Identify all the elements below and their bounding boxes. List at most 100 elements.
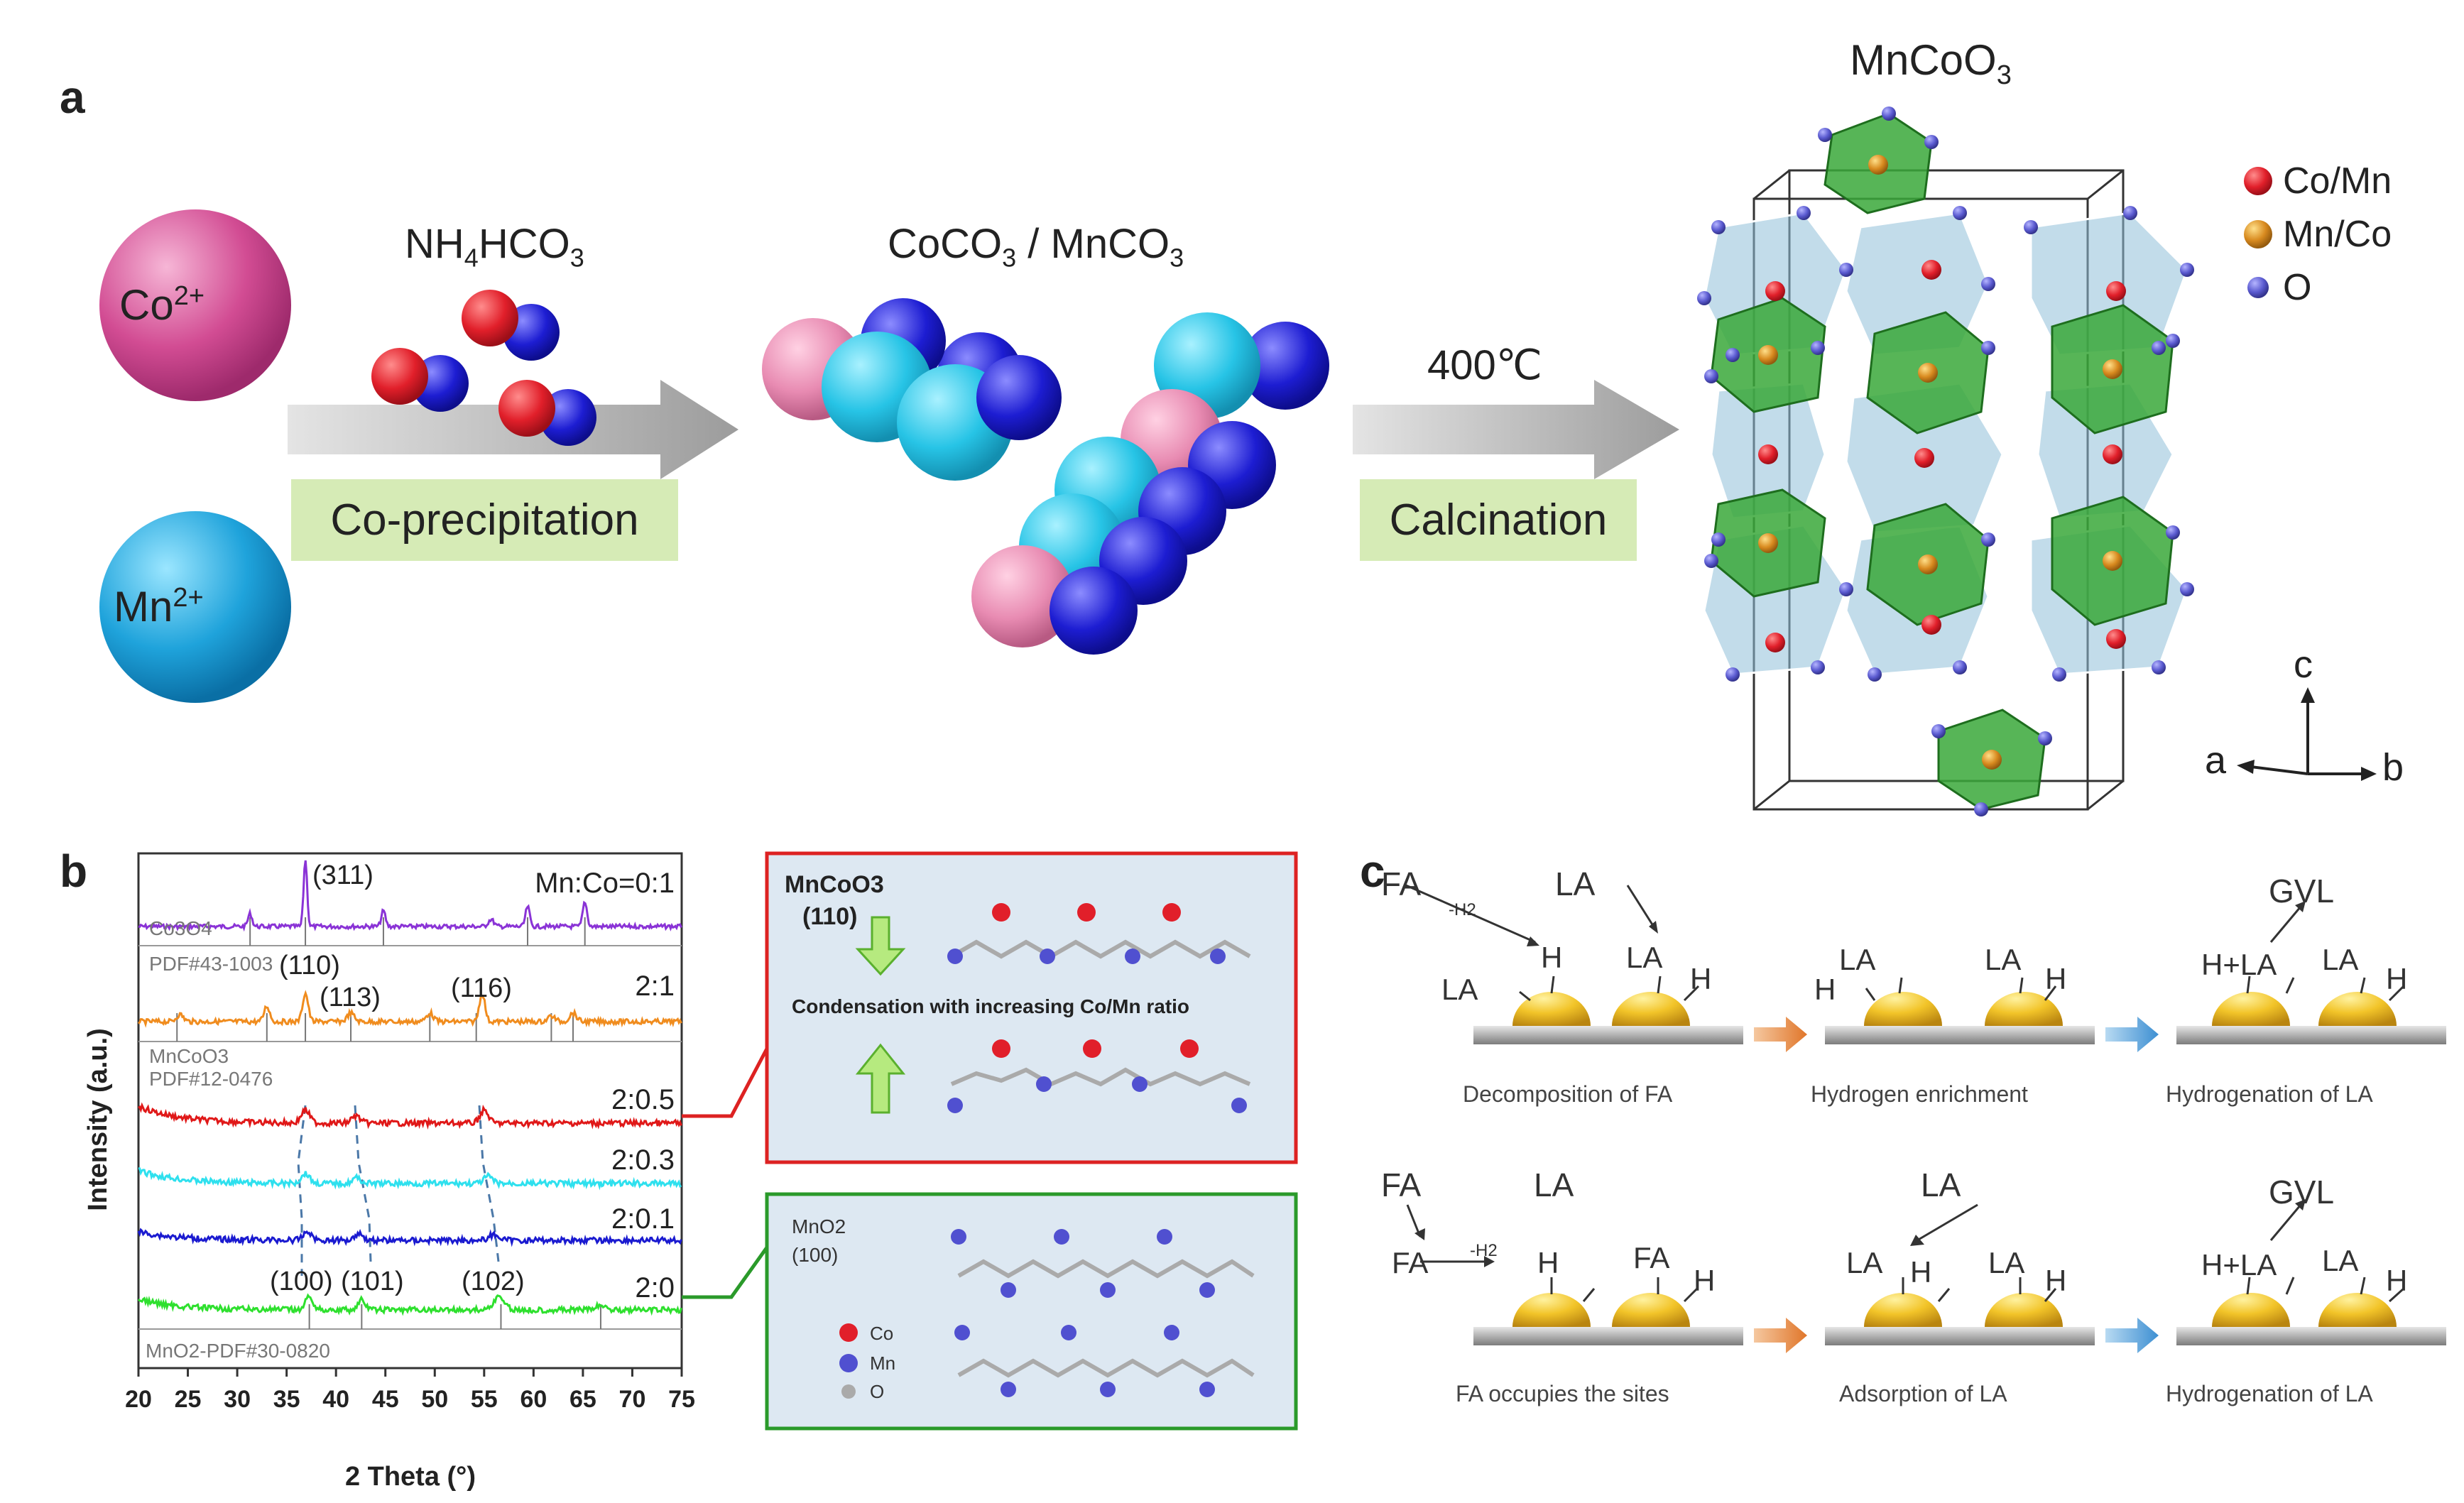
c-r1-la-mid: LA (1626, 941, 1663, 974)
product-sub: 3 (1996, 60, 2012, 90)
series-label-0: Mn:Co=0:1 (535, 868, 675, 899)
carbonate-sub1: 3 (1002, 243, 1017, 273)
c-r2-s2-la1: LA (1846, 1246, 1883, 1279)
c-r1-s2-h2: H (2045, 962, 2067, 995)
row2-orange-arrow (1754, 1318, 1807, 1353)
c-r1-fa: FA (1381, 865, 1422, 902)
temperature-label: 400℃ (1427, 342, 1542, 388)
c-r1-h-a: H (1541, 941, 1563, 974)
carbonate-label: CoCO3 / MnCO3 (888, 220, 1184, 273)
inset-bottom-plane: (100) (792, 1244, 838, 1266)
axis-b-label: b (2382, 746, 2404, 789)
xrd-series-line-0 (138, 860, 682, 932)
carbonate-mid: / MnCO (1016, 221, 1170, 267)
xrd-series-line-4 (137, 1228, 682, 1247)
series-label-1: 2:1 (635, 971, 675, 1002)
c-r2-s3-hla: H+LA (2201, 1248, 2277, 1281)
panel-a-letter: a (60, 72, 85, 123)
connector-top (682, 1047, 769, 1118)
xrd-ylabel: Intensity (a.u.) (83, 1028, 113, 1211)
peak-label-116: (116) (451, 973, 512, 1003)
peak-label-102: (102) (462, 1267, 525, 1296)
c-r2-la-top2: LA (1921, 1166, 1961, 1203)
inset-top-down-arrow (855, 916, 906, 976)
c-r1-h2: -H2 (1449, 900, 1476, 919)
peak-label-311: (311) (312, 860, 374, 890)
c-r1-caption-2: Hydrogen enrichment (1811, 1081, 2028, 1107)
reagent-sub1: 4 (464, 243, 479, 273)
carbonate-sub2: 3 (1170, 243, 1184, 273)
x-tick-label: 20 (125, 1386, 152, 1413)
c-r2-caption-2: Adsorption of LA (1839, 1381, 2007, 1406)
c-r2-s3-la: LA (2322, 1244, 2359, 1277)
xrd-series-line-2 (138, 1102, 682, 1130)
peak-shift-guides (297, 1105, 500, 1276)
x-tick-label: 30 (224, 1386, 251, 1413)
peak-label-110: (110) (279, 951, 340, 980)
inset-top-title: MnCoO3 (785, 871, 884, 898)
peak-label-100: (100) (270, 1267, 333, 1296)
row1-orange-arrow (1754, 1017, 1807, 1052)
panel-c-letter: c (1360, 846, 1385, 897)
c-r2-caption-1: FA occupies the sites (1456, 1381, 1669, 1406)
ref-label-mno2: MnO2-PDF#30-0820 (146, 1340, 330, 1362)
xrd-plot-frame (137, 852, 683, 1370)
peak-label-113: (113) (320, 983, 381, 1012)
mn-ion-charge: 2+ (173, 583, 204, 613)
c-r1-s2-la1: LA (1839, 943, 1876, 976)
inset-top-caption: Condensation with increasing Co/Mn ratio (792, 995, 1189, 1017)
product-base: MnCoO (1850, 36, 1997, 84)
calcination-arrow (1353, 380, 1679, 479)
inset-legend-mn: Mn (870, 1352, 895, 1374)
x-tick-label: 45 (372, 1386, 399, 1413)
xrd-series-line-3 (138, 1167, 682, 1191)
ref-label-co3o4: Co3O4 (149, 917, 212, 939)
ref-label-mncoo3: MnCoO3 (149, 1045, 229, 1067)
ref-label-pdf43: PDF#43-1003 (149, 953, 273, 975)
c-r1-s2-la2: LA (1985, 943, 2022, 976)
row1-blue-arrow (2105, 1017, 2159, 1052)
reagent-base: NH (405, 221, 464, 267)
c-r2-h-b: H (1694, 1264, 1716, 1297)
legend-o-label: O (2283, 267, 2312, 308)
inset-bottom-lattice (951, 1229, 1255, 1397)
c-r1-la-top: LA (1555, 865, 1596, 902)
panel-b-letter: b (60, 846, 88, 897)
axis-c-label: c (2294, 643, 2313, 686)
crystal-axes-indicator (2237, 687, 2377, 781)
series-label-5: 2:0 (635, 1272, 675, 1303)
c-r2-h2: -H2 (1470, 1241, 1498, 1260)
inset-top-lattice (947, 903, 1251, 1113)
inset-top-box (765, 851, 1298, 1164)
panel-a-scheme (99, 106, 2377, 816)
c-r2-s3-h: H (2386, 1264, 2408, 1297)
xrd-xlabel: 2 Theta (°) (345, 1462, 476, 1492)
co-ion-charge: 2+ (173, 281, 205, 311)
x-tick-label: 50 (421, 1386, 448, 1413)
carbonate-particles (762, 298, 1329, 655)
c-r2-fa-site: FA (1392, 1246, 1429, 1279)
peak-label-101: (101) (341, 1267, 404, 1296)
c-r2-s2-h2: H (2045, 1264, 2067, 1297)
inset-top-up-arrow (855, 1043, 906, 1114)
reagent-mid: HCO (478, 221, 570, 267)
x-tick-label: 25 (175, 1386, 202, 1413)
inset-top-plane: (110) (802, 903, 858, 930)
legend-mn-co-label: Mn/Co (2283, 214, 2392, 255)
row2-blue-arrow (2105, 1318, 2159, 1353)
x-tick-label: 60 (520, 1386, 547, 1413)
co-ion-sphere (99, 209, 291, 401)
c-r2-s2-la2: LA (1988, 1246, 2025, 1279)
inset-legend-co-dot (839, 1323, 858, 1342)
x-tick-label: 35 (273, 1386, 300, 1413)
x-tick-label: 75 (668, 1386, 695, 1413)
x-tick-label: 70 (619, 1386, 646, 1413)
inset-legend-o-dot (841, 1384, 856, 1399)
c-r2-h-a: H (1537, 1246, 1559, 1279)
c-r1-s2-h: H (1814, 973, 1836, 1006)
c-r1-s3-hla: H+LA (2201, 948, 2277, 981)
c-r1-caption-1: Decomposition of FA (1463, 1081, 1673, 1107)
legend-co-mn-label: Co/Mn (2283, 160, 2392, 202)
reagent-sub2: 3 (569, 243, 584, 273)
